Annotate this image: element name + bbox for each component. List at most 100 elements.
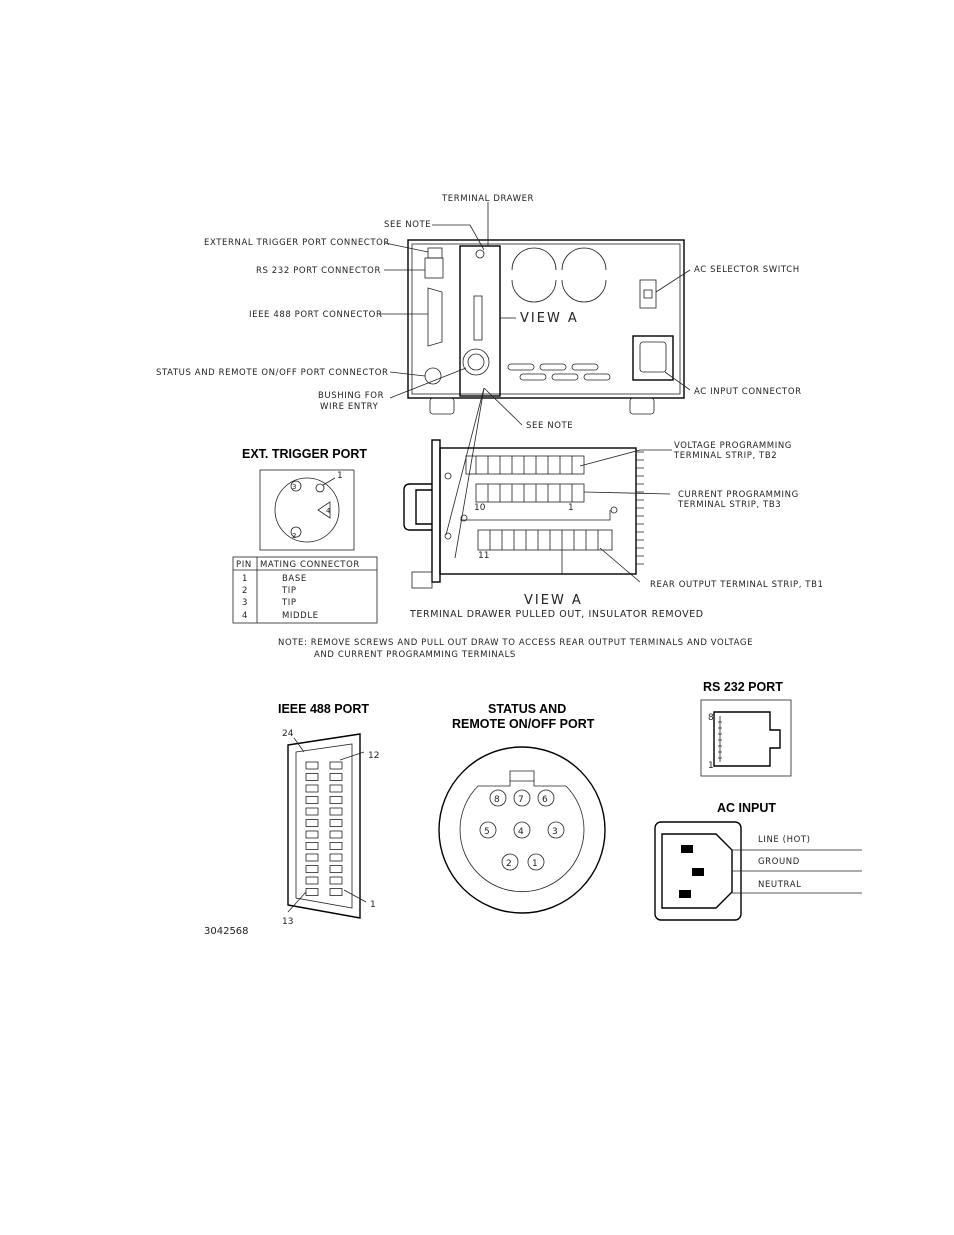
ext-trigger-pin-2: 2 — [292, 532, 296, 540]
terminal-strip-tb3 — [475, 483, 585, 503]
callout-see-note-bottom: SEE NOTE — [526, 421, 573, 431]
ieee488-contact — [329, 761, 343, 770]
callout-ac-selector: AC SELECTOR SWITCH — [694, 265, 800, 275]
ieee488-shell — [287, 733, 361, 919]
ac-neutral-label: NEUTRAL — [758, 880, 801, 890]
ieee-connector — [427, 287, 443, 347]
status-port-title-line1: STATUS AND — [488, 702, 566, 716]
ieee488-contact — [305, 853, 319, 862]
status-port-pin-2 — [501, 853, 519, 871]
tb3-label-line1: CURRENT PROGRAMMING — [678, 490, 799, 500]
ieee488-title: IEEE 488 PORT — [278, 702, 369, 716]
status-port-socket — [459, 780, 585, 892]
note-line2: AND CURRENT PROGRAMMING TERMINALS — [314, 650, 516, 660]
ext-trigger-frame — [259, 469, 355, 551]
tb3-pin-10: 10 — [474, 503, 486, 513]
callout-status-remote-connector: STATUS AND REMOTE ON/OFF PORT CONNECTOR — [156, 368, 389, 378]
fan-grille-right — [561, 247, 607, 303]
rs232-connector — [424, 257, 444, 279]
ieee488-contact — [329, 784, 343, 793]
tb3-pin-1: 1 — [568, 503, 574, 513]
rs232-title: RS 232 PORT — [703, 680, 783, 694]
pin-table-row-pin: 1 — [242, 574, 248, 584]
ieee488-contact — [305, 888, 319, 896]
status-pin-label-6: 6 — [542, 795, 548, 805]
chassis-outline — [407, 239, 685, 399]
status-port-pin-6 — [537, 789, 555, 807]
screw-icon — [444, 472, 452, 480]
drawing-number: 3042568 — [204, 926, 249, 937]
ieee488-contact — [305, 842, 319, 850]
ieee488-contact — [305, 796, 319, 804]
ext-trigger-pin-4: 4 — [326, 507, 331, 515]
rs232-diagram — [700, 699, 792, 777]
status-port-pin-5 — [479, 821, 497, 839]
ext-trigger-pin-1: 1 — [337, 471, 343, 481]
status-port-pin-1 — [527, 853, 545, 871]
status-port-pin-7 — [513, 789, 531, 807]
ext-trigger-connector — [427, 247, 443, 259]
pin-table-row-mating: MIDDLE — [282, 611, 319, 621]
rear-panel-view — [380, 202, 691, 559]
tb2-label-line1: VOLTAGE PROGRAMMING — [674, 441, 792, 451]
ext-trigger-key — [317, 501, 331, 519]
ieee488-pin-1: 1 — [370, 900, 376, 910]
ieee488-contact — [329, 865, 343, 873]
ac-line-pin — [681, 845, 693, 853]
fan-grille-left — [511, 247, 557, 303]
ac-input-title: AC INPUT — [717, 801, 776, 815]
view-a-title: VIEW A — [524, 593, 583, 608]
ieee488-contact — [305, 784, 319, 793]
status-port-outer-ring — [438, 746, 606, 914]
status-pin-label-1: 1 — [532, 859, 538, 869]
view-a-subtitle: TERMINAL DRAWER PULLED OUT, INSULATOR RE… — [409, 609, 704, 620]
ieee488-contact — [329, 807, 343, 816]
foot-right — [629, 397, 655, 415]
status-port-diagram — [438, 746, 606, 914]
ieee488-contact — [305, 773, 319, 781]
tb2-label-line2: TERMINAL STRIP, TB2 — [673, 451, 777, 461]
pin-table-row-pin: 3 — [242, 598, 248, 608]
ac-input-connector — [632, 335, 674, 381]
tb1-pin-11: 11 — [478, 551, 489, 561]
pin-table-row-pin: 2 — [242, 586, 248, 596]
callout-see-note-top: SEE NOTE — [384, 220, 431, 230]
ieee488-contact — [305, 807, 319, 816]
ieee488-pin-24: 24 — [282, 729, 294, 739]
ac-ground-label: GROUND — [758, 857, 800, 867]
status-pin-label-8: 8 — [494, 795, 500, 805]
ac-selector-switch — [639, 279, 657, 309]
callout-ieee488-connector: IEEE 488 PORT CONNECTOR — [249, 310, 382, 320]
callout-bushing-line2: WIRE ENTRY — [320, 402, 379, 412]
pin-table-row-pin: 4 — [242, 611, 248, 621]
status-port-pin-3 — [547, 821, 565, 839]
tb3-label-line2: TERMINAL STRIP, TB3 — [677, 500, 781, 510]
ieee488-contact — [305, 819, 319, 827]
callout-ac-input-connector: AC INPUT CONNECTOR — [694, 387, 802, 397]
ieee488-contact — [305, 761, 319, 770]
vent-slots — [507, 363, 611, 381]
screw-icon — [475, 249, 485, 259]
ext-trigger-pin — [290, 480, 302, 492]
foot-left — [429, 397, 455, 415]
rs232-jack — [713, 711, 781, 767]
ieee488-contact — [329, 876, 343, 885]
ieee488-contact — [329, 842, 343, 850]
screw-icon — [444, 532, 452, 540]
screw-icon — [610, 506, 618, 514]
status-connector — [424, 367, 442, 385]
pin-table-row-mating: TIP — [281, 598, 297, 608]
ext-trigger-pin-3: 3 — [292, 483, 296, 491]
ieee488-connector-diagram — [287, 733, 367, 919]
ieee488-contact — [305, 865, 319, 873]
ieee488-contact — [329, 819, 343, 827]
ac-input-diagram — [654, 821, 862, 921]
callout-view-a: VIEW A — [520, 311, 579, 326]
callout-ext-trigger-connector: EXTERNAL TRIGGER PORT CONNECTOR — [204, 238, 390, 248]
callout-bushing-line1: BUSHING FOR — [318, 391, 384, 401]
callout-rs232-connector: RS 232 PORT CONNECTOR — [256, 266, 381, 276]
ieee488-pin-13: 13 — [282, 917, 293, 927]
pin-table-row-mating: BASE — [282, 574, 307, 584]
status-pin-label-5: 5 — [484, 827, 490, 837]
